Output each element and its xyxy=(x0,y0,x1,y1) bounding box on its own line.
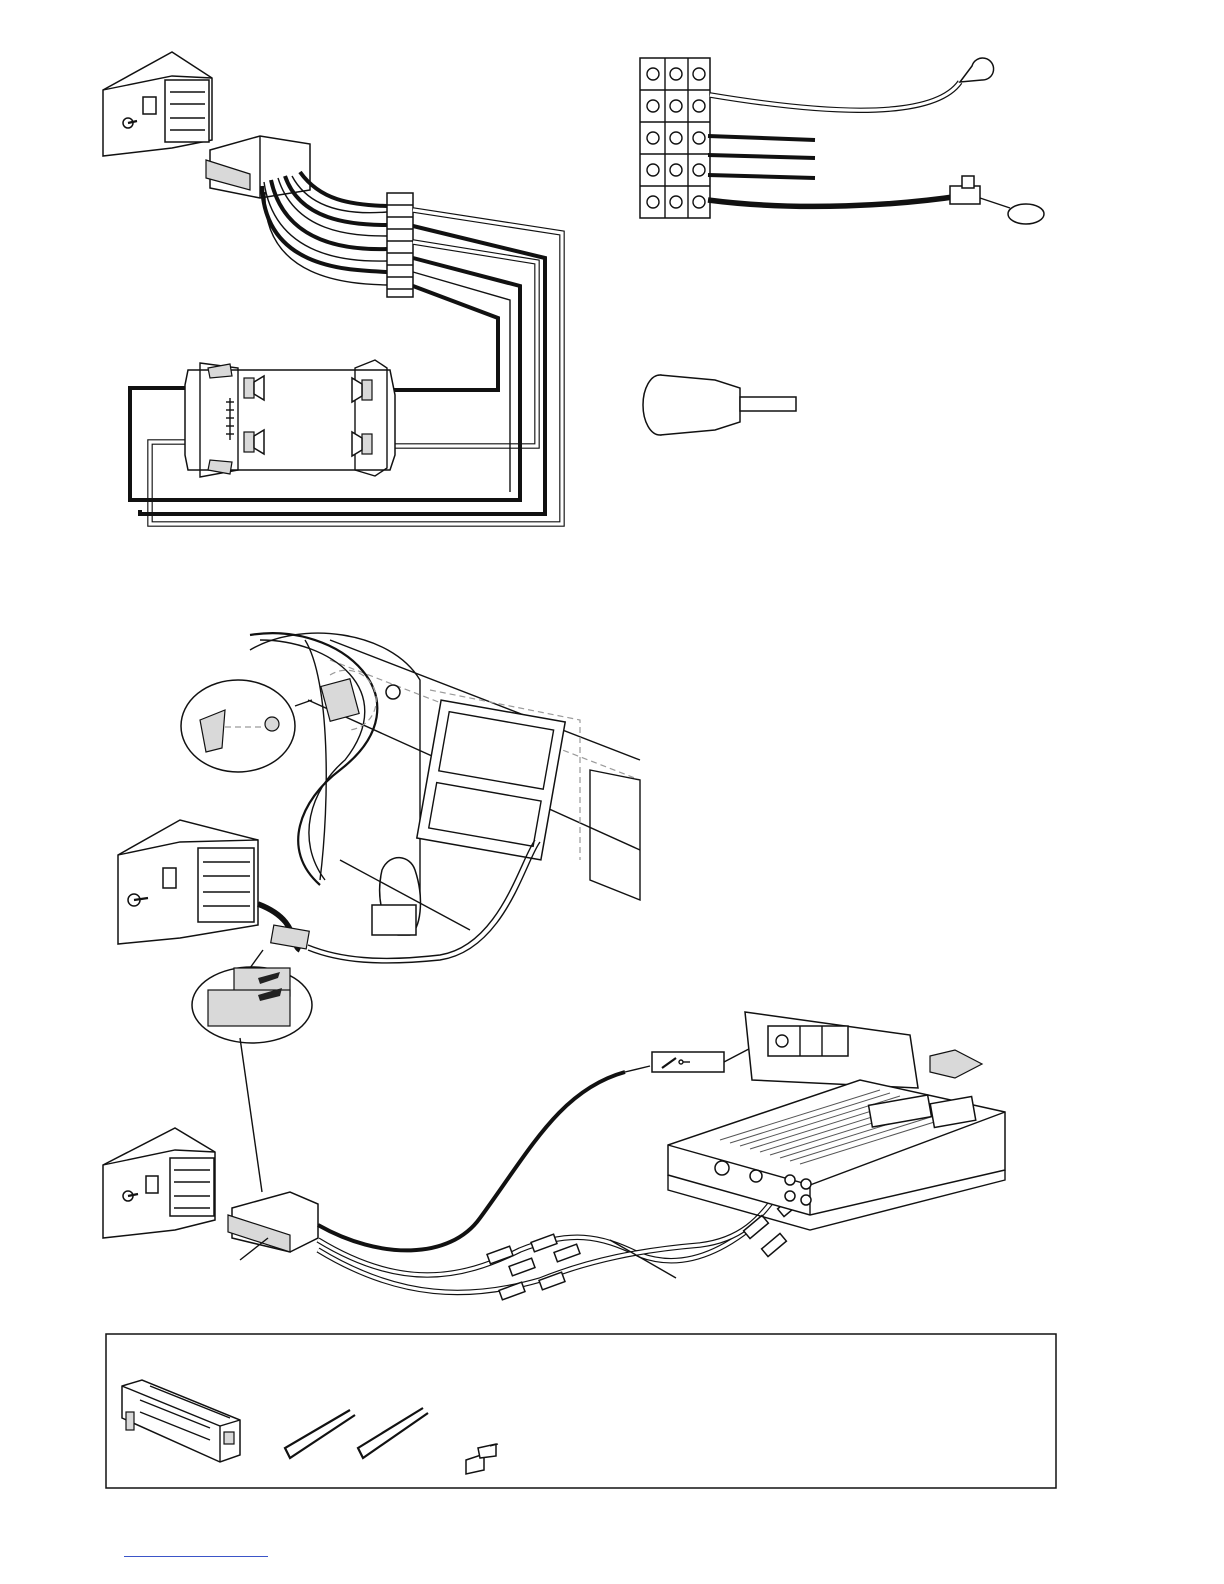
accessory-antenna-adapter xyxy=(466,1444,498,1474)
remote-control-detail xyxy=(181,670,400,772)
accessory-radio-unit xyxy=(122,1380,240,1462)
car-topview xyxy=(185,360,395,477)
iso-adapter-top xyxy=(206,136,310,198)
terminal-block xyxy=(640,58,710,218)
terminal-block-wires xyxy=(708,58,1044,224)
radio-unit-bottom xyxy=(103,1128,215,1238)
accessory-release-key-left xyxy=(285,1410,355,1458)
accessories-box xyxy=(106,1334,1056,1488)
footer-link-underline[interactable] xyxy=(124,1556,268,1557)
dash-switch-panel xyxy=(745,1012,982,1088)
amplifier xyxy=(668,1080,1005,1230)
accessory-release-key-right xyxy=(358,1408,428,1458)
antenna-adapter-plug xyxy=(643,375,796,435)
speaker-wires xyxy=(130,210,562,524)
radio-unit-middle xyxy=(118,820,258,944)
radio-unit-top xyxy=(103,52,212,156)
terminal-strip-top xyxy=(387,193,413,297)
dashboard xyxy=(250,633,640,935)
rca-adapter-box xyxy=(228,1192,318,1260)
